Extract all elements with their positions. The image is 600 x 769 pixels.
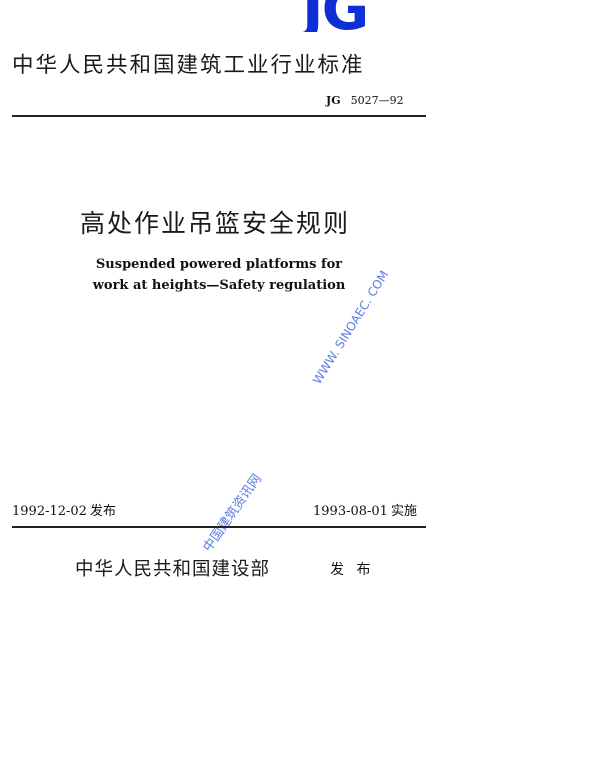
document-title-chinese: 高处作业吊篮安全规则: [80, 209, 351, 238]
bottom-divider: [12, 526, 426, 528]
top-divider: [12, 115, 426, 117]
standard-number: 5027—92: [350, 94, 404, 107]
english-title-line-2: work at heights—Safety regulation: [92, 278, 346, 293]
effective-date-label: 实施: [390, 504, 417, 519]
english-title-line-1: Suspended powered platforms for: [95, 257, 343, 272]
effective-date-value: 1993-08-01: [313, 504, 388, 519]
document-title-english: Suspended powered platforms for work at …: [80, 254, 358, 296]
standard-category-title: 中华人民共和国建筑工业行业标准: [12, 53, 365, 78]
standard-prefix: JG: [326, 94, 341, 107]
issuing-authority: 中华人民共和国建设部: [75, 559, 271, 580]
watermark-site-name: 中国建筑资讯网: [200, 471, 265, 555]
standard-code: JG 5027—92: [326, 94, 404, 107]
jg-logo: JG: [302, 0, 394, 32]
issue-date-label: 发布: [89, 504, 116, 519]
issuing-action: 发 布: [330, 562, 375, 578]
issue-date-value: 1992-12-02: [12, 504, 87, 519]
